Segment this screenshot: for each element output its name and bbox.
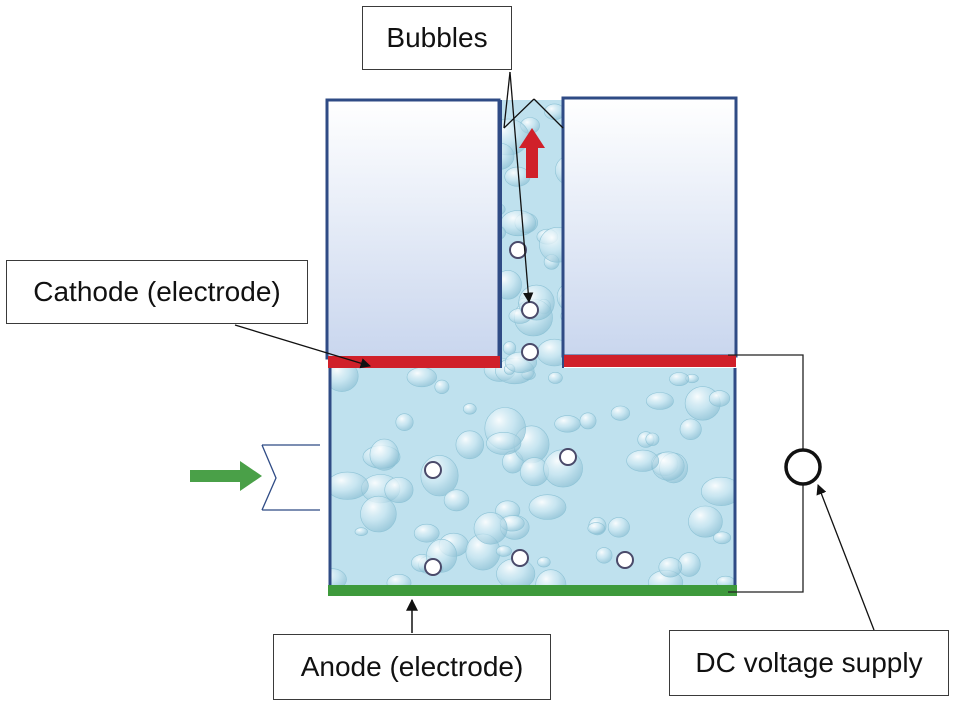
water-droplet xyxy=(455,430,484,460)
water-droplet xyxy=(679,418,702,440)
water-droplet xyxy=(658,557,683,578)
water-droplet xyxy=(330,471,369,500)
water-droplet xyxy=(495,545,512,557)
water-droplet xyxy=(610,405,631,421)
water-droplet xyxy=(579,412,597,430)
water-droplet xyxy=(645,432,660,446)
water-droplet xyxy=(646,392,674,410)
water-droplet xyxy=(413,523,440,543)
water-droplet xyxy=(700,476,735,506)
anode-label: Anode (electrode) xyxy=(273,634,551,700)
water-droplet xyxy=(708,390,731,407)
bubbles-pointer-top-left xyxy=(503,71,511,129)
water-droplet xyxy=(486,431,522,455)
water-droplet xyxy=(626,449,660,472)
cathode-pointer xyxy=(234,324,371,369)
water-droplet xyxy=(354,527,368,537)
bubble xyxy=(424,461,442,479)
bubbles-pointer-main xyxy=(509,71,534,304)
right-upper-block xyxy=(561,96,738,358)
water-droplet xyxy=(384,476,414,503)
water-droplet xyxy=(607,517,630,538)
label-pointers xyxy=(234,71,875,633)
bubbles-pointer-top-right xyxy=(533,98,564,129)
water-droplet xyxy=(434,379,450,395)
water-droplet xyxy=(669,372,690,386)
bubble xyxy=(616,551,634,569)
anode-electrode xyxy=(328,585,737,596)
water-droplet xyxy=(406,367,437,388)
water-droplet xyxy=(554,415,581,433)
dc-voltage-supply-label: DC voltage supply xyxy=(669,630,949,696)
outflow-arrow xyxy=(519,128,545,178)
water-droplet xyxy=(443,489,470,512)
water-droplet xyxy=(688,505,723,538)
water-droplet xyxy=(713,531,732,545)
channel-outline xyxy=(500,100,564,368)
vessel-outline xyxy=(328,368,737,592)
inlet-bracket xyxy=(261,444,320,511)
circuit-wire xyxy=(728,354,804,593)
gas-bubbles xyxy=(424,241,634,576)
dc-pointer xyxy=(816,484,875,631)
water-droplet xyxy=(473,512,508,545)
inflow-arrow xyxy=(190,461,262,491)
water-droplet xyxy=(528,494,567,520)
water-droplet xyxy=(369,438,399,471)
cathode-label: Cathode (electrode) xyxy=(6,260,308,324)
water-droplet xyxy=(595,547,613,564)
bubble xyxy=(521,343,539,361)
water-droplet xyxy=(502,341,517,355)
water-droplet xyxy=(587,522,606,535)
bubble xyxy=(511,549,529,567)
bubble xyxy=(559,448,577,466)
water-droplet xyxy=(462,403,477,415)
water-droplet xyxy=(360,495,397,533)
left-upper-block xyxy=(325,98,501,360)
water-droplet xyxy=(395,413,414,432)
bubbles-label: Bubbles xyxy=(362,6,512,70)
bubble xyxy=(521,301,539,319)
bubble xyxy=(424,558,442,576)
cathode-left-segment xyxy=(328,356,500,368)
dc-source-symbol xyxy=(784,448,822,486)
cathode-right-segment xyxy=(564,355,736,367)
water-droplet xyxy=(548,371,563,384)
bubble xyxy=(509,241,527,259)
bubbles-pointer-cross xyxy=(503,98,535,129)
water-droplet xyxy=(500,210,537,237)
water-droplet xyxy=(537,556,551,568)
